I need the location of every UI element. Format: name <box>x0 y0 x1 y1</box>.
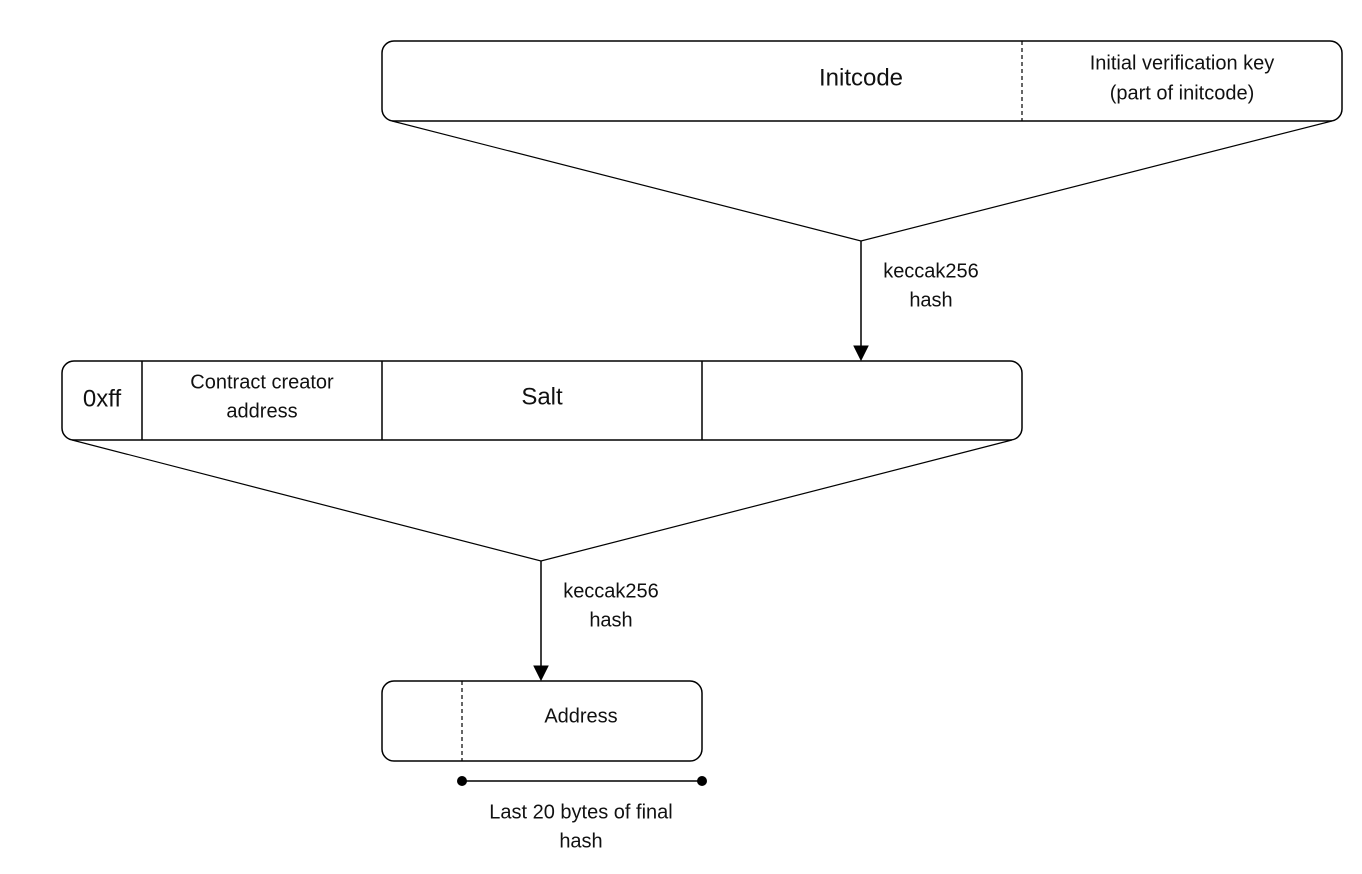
initcode-box <box>381 40 1343 122</box>
hash-arrow-2 <box>533 561 549 682</box>
range-end-dot <box>697 776 707 786</box>
verification-key-label-line1: Initial verification key <box>1090 52 1275 74</box>
range-start-dot <box>457 776 467 786</box>
hash-step-1-label-line2: hash <box>909 289 952 311</box>
range-label-line2: hash <box>559 830 602 852</box>
hash-arrow-1-head <box>853 345 869 362</box>
verification-key-label-line2: (part of initcode) <box>1110 82 1255 104</box>
range-label-line1: Last 20 bytes of final <box>489 801 672 823</box>
hash-arrow-1 <box>853 241 869 362</box>
creator-address-label-line2: address <box>226 400 297 422</box>
initcode-label: Initcode <box>819 64 903 91</box>
hash-step-1-label-line1: keccak256 <box>883 260 979 282</box>
address-label: Address <box>544 705 617 727</box>
hash-arrow-2-head <box>533 665 549 682</box>
prefix-0xff-label: 0xff <box>83 385 122 412</box>
hash-step-2-label-line1: keccak256 <box>563 580 659 602</box>
initcode-block: Initcode Initial verification key (part … <box>381 40 1343 122</box>
funnel-preimage-to-hash <box>71 439 1013 562</box>
address-box <box>381 680 703 762</box>
preimage-box <box>61 360 1023 441</box>
salt-label: Salt <box>521 383 563 410</box>
hash-step-2-label-line2: hash <box>589 609 632 631</box>
address-block: Address <box>381 680 703 762</box>
preimage-block: 0xff Contract creator address Salt <box>61 360 1023 441</box>
last-20-bytes-range <box>457 776 707 786</box>
creator-address-label-line1: Contract creator <box>190 371 334 393</box>
funnel-initcode-to-hash <box>391 120 1333 242</box>
